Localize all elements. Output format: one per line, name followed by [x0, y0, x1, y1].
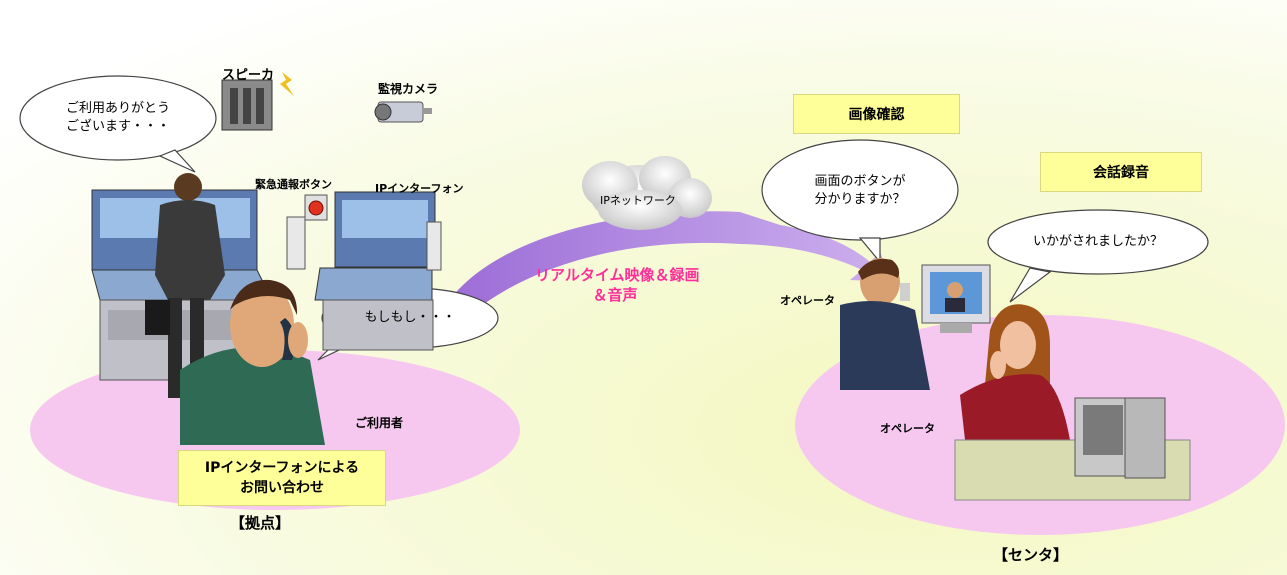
stream-label: リアルタイム映像＆録画 ＆音声: [535, 265, 700, 305]
greeting-line-1: ご利用ありがとう: [65, 101, 170, 116]
speaker-icon: [221, 72, 294, 131]
operator1-line-1: 画面のボタンが: [814, 174, 906, 189]
greeting-bubble-text: ご利用ありがとう ございます・・・: [40, 100, 196, 136]
greeting-line-2: ございます・・・: [65, 119, 170, 134]
network-cloud-icon: [582, 156, 712, 230]
caller-user-figure: [180, 279, 325, 445]
operator-male-figure: [840, 258, 930, 390]
emergency-button-label: 緊急通報ボタン: [255, 178, 332, 191]
speaker-label: スピーカ: [222, 68, 275, 83]
inquiry-box: IPインターフォンによる お問い合わせ: [178, 450, 386, 506]
user-label: ご利用者: [355, 416, 404, 430]
camera-label: 監視カメラ: [378, 82, 439, 96]
inquiry-line-1: IPインターフォンによる: [204, 460, 360, 476]
intercom-device-icon: [286, 216, 442, 271]
greeting-bubble: [19, 75, 217, 173]
desk-computer-icon: [954, 397, 1191, 501]
kiosk-machine-right: [314, 191, 436, 351]
operator1-bubble: [761, 139, 959, 264]
operator1-line-2: 分かりますか？: [814, 192, 906, 207]
operator2-bubble: [987, 209, 1209, 303]
call-recording-box: 会話録音: [1040, 152, 1202, 192]
emergency-button-icon: [304, 194, 328, 221]
site-caption: 【拠点】: [230, 514, 291, 532]
center-caption: 【センタ】: [993, 546, 1069, 564]
network-arrow: [430, 211, 892, 345]
stream-label-line-2: ＆音声: [592, 286, 638, 304]
caller-bubble-text: もしもし・・・: [364, 310, 456, 325]
operator-label-2: オペレータ: [880, 422, 935, 435]
inquiry-line-2: お問い合わせ: [240, 480, 324, 496]
surveillance-camera-icon: [374, 101, 432, 123]
intercom-label: IPインターフォン: [375, 182, 464, 195]
stream-label-line-1: リアルタイム映像＆録画: [535, 266, 700, 284]
image-confirm-box: 画像確認: [793, 94, 960, 134]
operator1-bubble-text: 画面のボタンが 分かりますか？: [780, 173, 940, 209]
operator-label-1: オペレータ: [780, 294, 835, 307]
network-cloud-label: IPネットワーク: [600, 194, 676, 207]
operator-female-figure: [960, 304, 1070, 440]
video-monitor-icon: [921, 264, 991, 333]
operator2-bubble-text: いかがされましたか？: [1032, 234, 1163, 249]
